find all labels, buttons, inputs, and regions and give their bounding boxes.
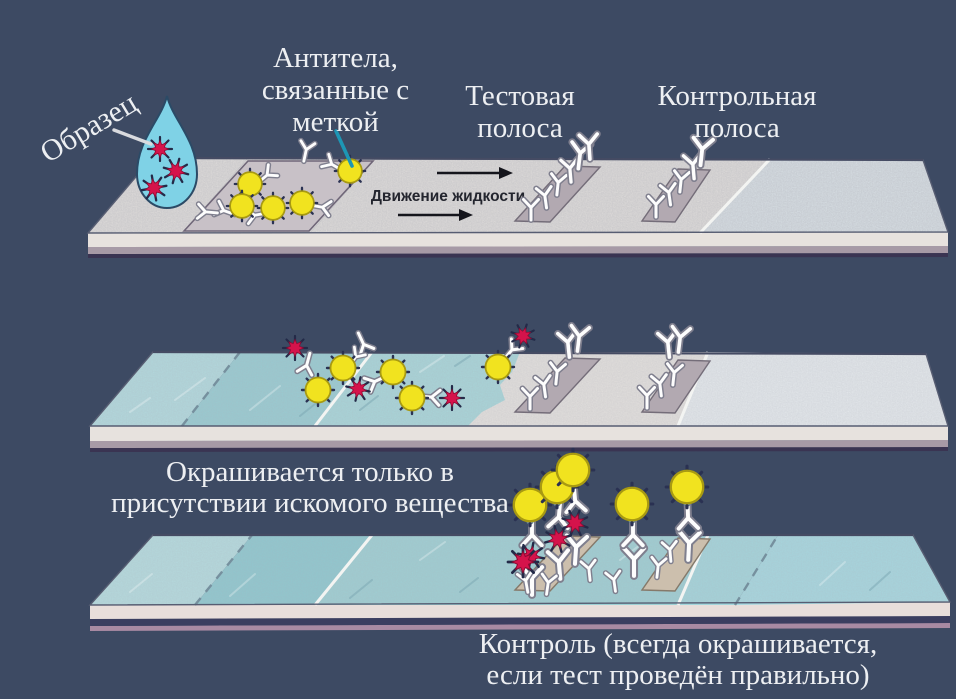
control-note-line1: Контроль (всегда окрашивается, [478, 628, 878, 660]
labeled-antibodies-label: Антитела, связанные с меткой [238, 42, 433, 138]
labeled-marker-icon [285, 186, 319, 220]
result-note-line2: присутствии искомого вещества [111, 487, 509, 519]
test-line-label-line2: полоса [477, 112, 563, 144]
labeled-marker-icon [664, 464, 710, 510]
strip-wicking [88, 350, 949, 452]
labeled-antibodies-label-line2: связанные с [261, 74, 410, 106]
labeled-antibodies-label-line3: меткой [292, 106, 379, 138]
labeled-marker-icon [609, 481, 655, 527]
pointer-lines [112, 128, 354, 168]
antigen-icon [506, 545, 540, 579]
antigen-icon [438, 384, 466, 412]
control-note-label: Контроль (всегда окрашивается, если тест… [408, 629, 948, 691]
labeled-marker-icon [375, 354, 411, 390]
control-line-label-line1: Контрольная [657, 80, 817, 112]
antigen-icon [281, 334, 309, 362]
test-line-label: Тестовая полоса [445, 80, 595, 144]
control-note-line2: если тест проведён правильно) [486, 659, 870, 691]
sample-pointer-line [112, 128, 153, 146]
labeled-antibodies-label-line1: Антитела, [273, 42, 398, 74]
flow-direction-label: Движение жидкости [371, 188, 525, 205]
control-line-label-line2: полоса [694, 112, 780, 144]
antigen-icon [146, 135, 174, 163]
labeled-marker-icon [225, 189, 259, 223]
conjugate-pointer-line [334, 129, 354, 168]
labeled-marker-icon [325, 350, 361, 386]
test-line-label-line1: Тестовая [465, 80, 575, 112]
control-line-label: Контрольная полоса [648, 80, 826, 144]
labeled-marker-icon [480, 349, 516, 385]
result-note-label: Окрашивается только в присутствии искомо… [60, 457, 560, 519]
labeled-marker-icon [394, 380, 430, 416]
labeled-marker-icon [256, 191, 290, 225]
result-note-line1: Окрашивается только в [166, 456, 454, 488]
labeled-marker-icon [300, 372, 336, 408]
